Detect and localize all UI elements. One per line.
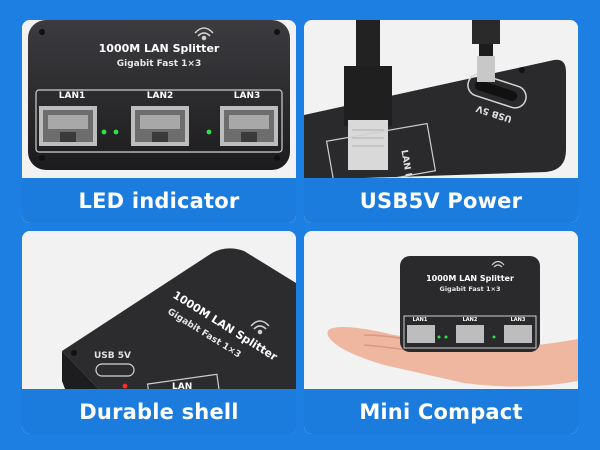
splitter-front-photo: 1000M LAN Splitter Gigabit Fast 1×3 LAN1… [22,20,296,223]
caption-mini-compact: Mini Compact [304,389,578,434]
led-red-icon [122,383,128,389]
led-green-icon [206,129,212,135]
port-label-lan2: LAN2 [463,317,478,323]
usb-c-port [95,363,135,377]
device-subtitle: Gigabit Fast 1×3 [439,285,500,293]
panel-usb-power: USB 5V LAN IN USB5V Power [304,20,578,223]
cropped-lan-label: LAN [172,382,192,392]
port-label-lan3: LAN3 [511,317,526,323]
led-green-icon [437,335,441,339]
panel-mini-compact: 1000M LAN Splitter Gigabit Fast 1×3 LAN1… [304,231,578,434]
usb-label: USB 5V [94,351,131,361]
led-green-icon [444,335,448,339]
panel-led-indicator: 1000M LAN Splitter Gigabit Fast 1×3 LAN1… [22,20,296,223]
device-subtitle: Gigabit Fast 1×3 [117,59,202,69]
ethernet-cable [344,20,392,170]
wifi-logo-icon [194,27,214,41]
device-title: 1000M LAN Splitter [426,274,514,283]
splitter-body [62,248,296,434]
ethernet-port-1 [407,325,435,343]
led-green-icon [113,129,119,135]
ethernet-port-3 [504,325,532,343]
ethernet-port-1 [39,106,97,146]
usb-c-cable [472,20,500,82]
usb-c-port [467,73,527,109]
ethernet-port-2 [131,106,189,146]
device-title: 1000M LAN Splitter [99,42,220,55]
wifi-logo-icon [491,260,505,268]
led-green-icon [101,129,107,135]
port-label-lan2: LAN2 [147,91,174,101]
ethernet-port-3 [220,106,278,146]
wifi-logo-icon [250,320,270,335]
caption-led-indicator: LED indicator [22,178,296,223]
caption-durable-shell: Durable shell [22,389,296,434]
led-green-icon [492,335,496,339]
port-label-lan1: LAN1 [59,91,86,101]
port-label-lan3: LAN3 [234,91,261,101]
caption-usb-power: USB5V Power [304,178,578,223]
panel-durable-shell: 1000M LAN Splitter Gigabit Fast 1×3 USB … [22,231,296,434]
port-label-lan1: LAN1 [413,317,428,323]
ethernet-port-2 [456,325,484,343]
